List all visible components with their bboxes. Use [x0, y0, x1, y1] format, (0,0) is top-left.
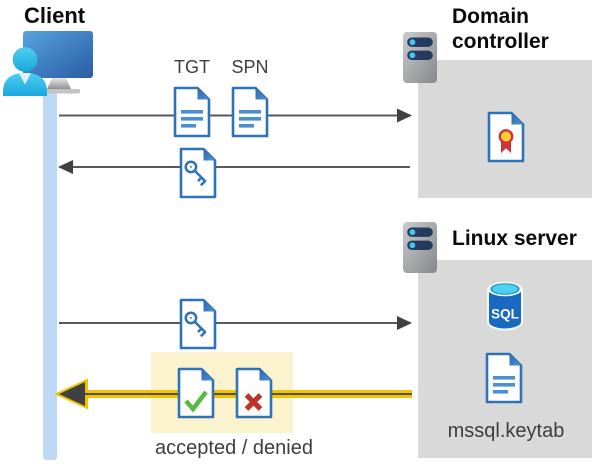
tgt-label: TGT	[174, 57, 210, 77]
domain-controller-server-icon	[403, 32, 437, 83]
certificate-document-icon	[487, 111, 525, 163]
domain-controller-title: Domain controller	[452, 5, 549, 53]
spn-ticket-document-icon	[231, 86, 269, 138]
key-icon	[184, 160, 207, 187]
monitor-icon	[23, 31, 93, 94]
linux-server-icon	[403, 222, 437, 273]
spn-label: SPN	[231, 57, 269, 77]
x-icon	[244, 393, 263, 411]
denied-document-icon	[235, 367, 273, 419]
tgt-ticket-document-icon	[173, 86, 211, 138]
key-ticket-document-icon-2	[179, 298, 217, 350]
key-icon	[184, 311, 207, 338]
keytab-document-icon	[485, 352, 523, 404]
client-title: Client	[24, 3, 86, 28]
arrow-client-to-linux	[59, 316, 412, 330]
client-lifeline	[43, 92, 57, 460]
arrow-dc-to-client	[58, 160, 410, 174]
linux-server-title: Linux server	[452, 227, 577, 250]
sql-database-icon: SQL	[487, 281, 523, 331]
result-label: accepted / denied	[155, 437, 313, 459]
sql-label: SQL	[491, 307, 519, 322]
keytab-filename: mssql.keytab	[447, 420, 565, 442]
accepted-document-icon	[177, 367, 215, 419]
user-icon	[3, 47, 47, 96]
certificate-seal-icon	[498, 129, 514, 153]
check-icon	[184, 390, 208, 413]
client-device-icon	[3, 31, 93, 96]
key-ticket-document-icon	[179, 147, 217, 199]
